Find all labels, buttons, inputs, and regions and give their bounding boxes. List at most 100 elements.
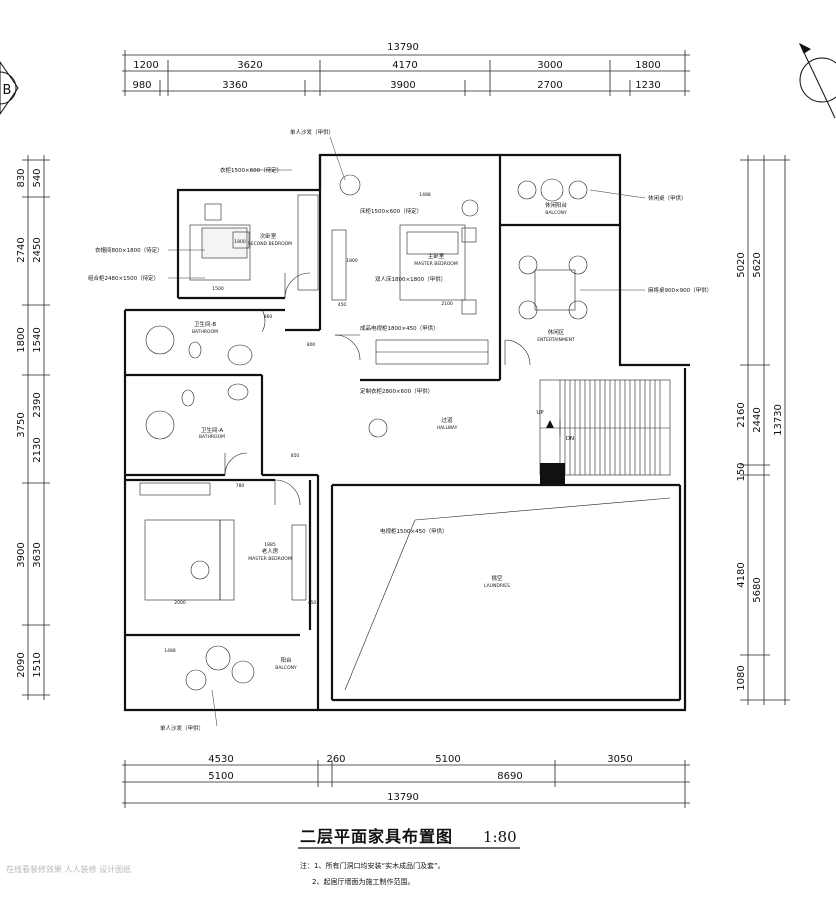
fdim-elder-h: 1885 xyxy=(264,542,276,548)
callout-wardrobe: 衣柜1500×600（待定） xyxy=(220,166,282,174)
dim-top-9: 2700 xyxy=(537,80,562,91)
room-bedroom: 次卧室 xyxy=(260,232,277,240)
dim-top-8: 3900 xyxy=(390,80,415,91)
callout-tall-cabinet: 组合柜2480×1500（待定） xyxy=(88,274,159,282)
dim-right-7: 4180 xyxy=(736,562,747,587)
dim-bottom-total: 13790 xyxy=(387,792,419,803)
dim-bottom-5: 5100 xyxy=(208,771,233,782)
room-hall-en: HALLWAY xyxy=(437,425,458,431)
dim-left-13: 1510 xyxy=(32,652,43,677)
compass-icon xyxy=(0,42,836,119)
fdim-bed1-h: 1800 xyxy=(234,239,246,245)
structural-column xyxy=(540,463,565,485)
drawing-title: 二层平面家具布置图 xyxy=(300,827,453,846)
dim-top-total: 13790 xyxy=(387,42,419,53)
walls xyxy=(123,153,690,712)
callout-elder-tv: 电视柜1500×450（甲供） xyxy=(380,527,448,535)
leader-lines xyxy=(168,136,646,727)
callout-closet: 衣帽间800×1800（待定） xyxy=(95,246,163,254)
dim-right-1: 5620 xyxy=(752,252,763,277)
dim-right-8: 1080 xyxy=(736,665,747,690)
watermark: 在线看装修效果 人人装修 设计图纸 xyxy=(6,864,131,874)
compass-label: B xyxy=(3,83,12,98)
fdim-bed1-w: 1500 xyxy=(212,286,224,292)
dim-left-1: 830 xyxy=(16,168,27,187)
room-master-en: MASTER BEDROOM xyxy=(414,261,458,267)
dim-top-5: 1800 xyxy=(635,60,660,71)
room-master: 主卧室 xyxy=(428,252,445,260)
callout-tea-table: 休闲桌（甲供） xyxy=(648,194,687,202)
room-elder-en: MASTER BEDROOM xyxy=(248,556,292,562)
dim-right-3: 5680 xyxy=(752,577,763,602)
dim-top-3: 4170 xyxy=(392,60,417,71)
fdim-780: 780 xyxy=(236,483,245,489)
stair-up: UP xyxy=(536,410,544,416)
callout-hall-cabinet: 定制衣柜2800×600（甲供） xyxy=(360,387,433,395)
dim-top-10: 1230 xyxy=(635,80,660,91)
dim-right-5: 2160 xyxy=(736,402,747,427)
dim-bottom-1: 4530 xyxy=(208,754,233,765)
room-bath-a: 卫生间-B xyxy=(194,320,216,328)
fdim-elder-w: 2000 xyxy=(174,600,186,606)
dim-left-3: 1800 xyxy=(16,327,27,352)
callout-mahjong: 麻将桌900×900（甲供） xyxy=(648,286,712,294)
dim-top-2: 3620 xyxy=(237,60,262,71)
fdim-1488a: 1488 xyxy=(419,192,431,198)
dim-left-8: 2450 xyxy=(32,237,43,262)
fdim-800: 800 xyxy=(307,342,316,348)
dim-bottom-6: 8690 xyxy=(497,771,522,782)
room-leisure-en: ENTERTAINMENT xyxy=(537,337,575,343)
room-void-en: LAUNDRIES xyxy=(484,583,510,589)
room-bedroom-en: SECOND BEDROOM xyxy=(248,241,292,247)
room-hall: 过道 xyxy=(441,416,453,424)
dim-bottom-2: 260 xyxy=(326,754,345,765)
room-leisure: 休闲区 xyxy=(548,328,565,336)
dim-left-9: 1540 xyxy=(32,327,43,352)
dim-left-2: 2740 xyxy=(16,237,27,262)
dim-top-4: 3000 xyxy=(537,60,562,71)
drawing-note-2: 2、起居厅墙面为施工制作范围。 xyxy=(312,877,414,886)
room-bath-b-en: BATHROOM xyxy=(199,434,225,440)
room-void: 挑空 xyxy=(491,574,503,582)
dim-left-10: 2390 xyxy=(32,392,43,417)
callout-master-bed: 双人床1800×1800（甲供） xyxy=(375,275,446,283)
dim-left-5: 3900 xyxy=(16,542,27,567)
room-elder: 老人房 xyxy=(262,547,279,555)
dim-top-6: 980 xyxy=(132,80,151,91)
room-bath-a-en: BATHROOM xyxy=(192,329,218,335)
callout-tv-cabinet: 成品电视柜1800×450（甲供） xyxy=(360,324,439,332)
dim-left-11: 2130 xyxy=(32,437,43,462)
drawing-scale: 1:80 xyxy=(483,828,517,846)
stair-down: DN xyxy=(566,436,574,442)
callout-sofa-bottom: 单人沙发（甲供） xyxy=(160,724,204,732)
dim-right-2: 2440 xyxy=(752,407,763,432)
dim-left-4: 3750 xyxy=(16,412,27,437)
dim-right-4: 5020 xyxy=(736,252,747,277)
dim-left-6: 2090 xyxy=(16,652,27,677)
room-balcony-top-en: BALCONY xyxy=(545,210,567,216)
dim-top-7: 3360 xyxy=(222,80,247,91)
stair-arrow-icon xyxy=(546,420,554,428)
fdim-860: 860 xyxy=(264,314,273,320)
fdim-1488b: 1488 xyxy=(164,648,176,654)
dim-left-7: 540 xyxy=(32,168,43,187)
callout-sofa-top: 单人沙发（甲供） xyxy=(290,128,334,136)
room-bath-b: 卫生间-A xyxy=(201,426,223,434)
dim-right-6: 150 xyxy=(736,462,747,481)
dim-top-1: 1200 xyxy=(133,60,158,71)
room-balcony-top: 休闲阳台 xyxy=(545,201,568,209)
dimension-lines xyxy=(22,50,790,808)
drawing-note-1: 注：1、所有门洞口均安装“实木成品门及套”。 xyxy=(300,861,445,870)
fdim-450b: 450 xyxy=(308,600,317,606)
room-balcony-bottom: 阳台 xyxy=(280,656,292,664)
dim-bottom-4: 3050 xyxy=(607,754,632,765)
room-balcony-bottom-en: BALCONY xyxy=(275,665,297,671)
fdim-master-w: 2100 xyxy=(441,301,453,307)
fdim-850: 850 xyxy=(291,453,300,459)
callout-bed-linen: 床柜1500×600（待定） xyxy=(360,207,422,215)
dim-right-total: 13730 xyxy=(773,404,784,436)
fdim-master-h: 1800 xyxy=(346,258,358,264)
dim-bottom-3: 5100 xyxy=(435,754,460,765)
detail-lines xyxy=(139,174,671,691)
